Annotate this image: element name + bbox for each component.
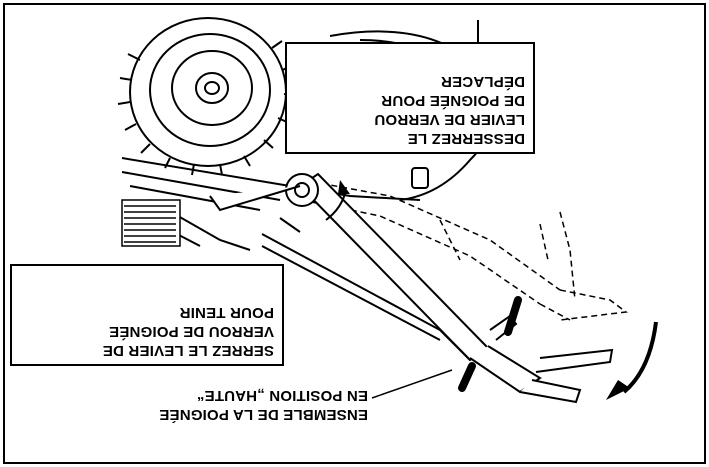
- label-handle-assembly: ENSEMBLE DE LA POIGNÉE EN POSITION „HAUT…: [68, 378, 368, 424]
- hatched-block: [121, 199, 181, 247]
- assembly-leader-line: [371, 369, 453, 399]
- callout-loosen-line-3: DE POIGNÉE POUR: [381, 92, 525, 109]
- callout-loosen-lever: DESSERREZ LE LEVIER DE VERROU DE POIGNÉE…: [285, 42, 535, 154]
- arrow-head-small: [338, 180, 350, 194]
- callout-loosen-line-4: DÉPLACER: [440, 73, 525, 90]
- callout-tighten-line-1: SERREZ LE LEVIER DE: [102, 342, 274, 359]
- diagram-frame: [3, 3, 706, 464]
- label-assembly-line-2: EN POSITION „HAUTE“: [196, 387, 368, 404]
- handle-tube: [209, 172, 614, 404]
- wheel: [117, 17, 297, 176]
- callout-loosen-line-1: DESSERREZ LE: [407, 130, 525, 147]
- grip-marks: [458, 296, 522, 392]
- arrow-head-large: [606, 380, 630, 400]
- callout-tighten-line-2: VERROU DE POIGNÉE: [108, 323, 274, 340]
- label-assembly-line-1: ENSEMBLE DE LA POIGNÉE: [159, 406, 368, 423]
- callout-loosen-line-2: LEVIER DE VERROU: [374, 111, 525, 128]
- callout-tighten-lever: SERREZ LE LEVIER DE VERROU DE POIGNÉE PO…: [10, 264, 284, 366]
- handle-brace: [261, 217, 471, 361]
- callout-tighten-line-3: POUR TENIR: [179, 304, 274, 321]
